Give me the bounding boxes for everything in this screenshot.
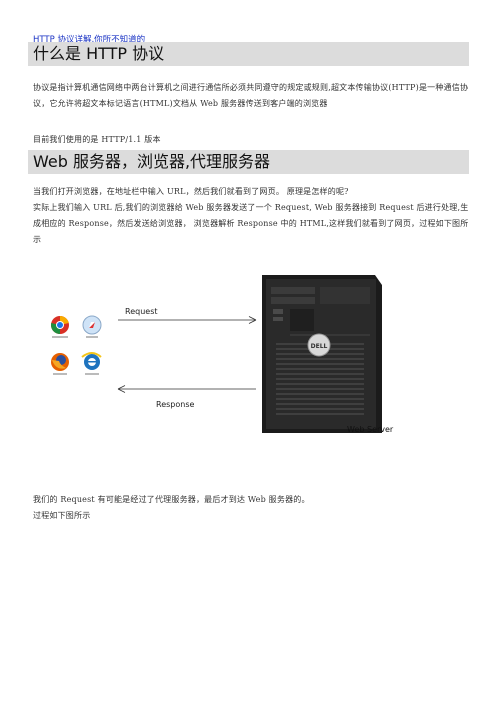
request-response-text: 实际上我们输入 URL 后,我们的浏览器给 Web 服务器发送了一个 Reque… <box>33 203 469 244</box>
http-definition-text: 协议是指计算机通信网络中两台计算机之间进行通信所必须共同遵守的规定或规则,超文本… <box>33 83 469 108</box>
server-brand-logo: DELL <box>311 343 328 350</box>
chrome-icon <box>50 315 69 338</box>
http-version-paragraph: 目前我们使用的是 HTTP/1.1 版本 <box>33 132 473 148</box>
browser-intro-paragraph: 当我们打开浏览器，在地址栏中输入 URL，然后我们就看到了网页。 原理是怎样的呢… <box>33 184 473 248</box>
request-response-diagram: Request Response <box>30 265 430 445</box>
web-server-label: Web Server <box>347 425 394 434</box>
process-caption-text: 过程如下图所示 <box>33 511 91 520</box>
response-arrow <box>117 385 256 393</box>
http-version-text: 目前我们使用的是 HTTP/1.1 版本 <box>33 135 161 144</box>
response-label: Response <box>156 400 195 409</box>
proxy-text: 我们的 Request 有可能是经过了代理服务器，最后才到达 Web 服务器的。 <box>33 495 310 504</box>
diagram-svg: Request Response <box>50 275 394 434</box>
http-definition-paragraph: 协议是指计算机通信网络中两台计算机之间进行通信所必须共同遵守的规定或规则,超文本… <box>33 80 473 112</box>
proxy-paragraph: 我们的 Request 有可能是经过了代理服务器，最后才到达 Web 服务器的。… <box>33 492 473 524</box>
request-label: Request <box>125 307 158 316</box>
firefox-icon <box>51 353 69 375</box>
internet-explorer-icon <box>81 352 102 375</box>
browser-intro-text: 当我们打开浏览器，在地址栏中输入 URL，然后我们就看到了网页。 原理是怎样的呢… <box>33 187 349 196</box>
section-heading-what-is-http: 什么是 HTTP 协议 <box>28 42 469 66</box>
server-tower-icon: DELL <box>262 275 382 433</box>
article-title-link[interactable]: HTTP 协议详解,你所不知道的 <box>33 35 146 45</box>
safari-icon <box>82 315 102 338</box>
section-heading-web-server: Web 服务器，浏览器,代理服务器 <box>28 150 469 174</box>
request-arrow <box>118 316 257 324</box>
